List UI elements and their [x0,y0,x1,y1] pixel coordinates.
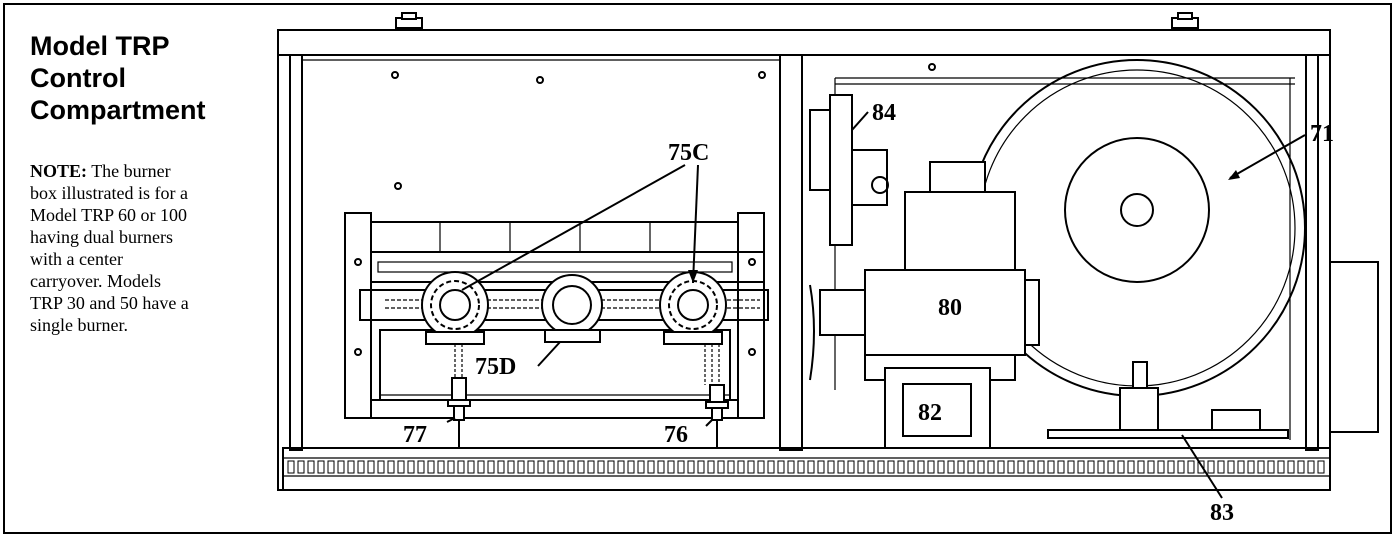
side-panel: Model TRP Control Compartment NOTE: The … [30,30,250,336]
note-body: The burner box illustrated is for a Mode… [30,161,189,335]
label-80: 80 [938,295,962,321]
leader-lines [446,111,1306,499]
title-line-3: Compartment [30,95,206,125]
control-board-83 [1047,361,1289,439]
bracket-84 [809,94,889,246]
burner-right [659,271,727,385]
igniter-77 [447,377,471,447]
bottom-rail-teeth [287,460,1325,474]
label-75d: 75D [475,354,516,380]
label-71: 71 [1310,121,1334,147]
burner-center [541,274,603,343]
figure-title: Model TRP Control Compartment [30,30,250,126]
label-77: 77 [403,422,427,448]
latch-right [1171,12,1199,29]
latch-left [395,12,423,29]
label-83: 83 [1210,500,1234,526]
cabinet [277,29,1379,491]
sensor-76 [705,384,729,447]
note-text: NOTE: The burner box illustrated is for … [30,160,190,336]
title-line-1: Model TRP [30,31,170,61]
label-84: 84 [872,100,896,126]
label-76: 76 [664,422,688,448]
transformer-82 [884,367,991,449]
label-82: 82 [918,400,942,426]
figure-frame [3,3,1392,534]
title-line-2: Control [30,63,126,93]
label-75c: 75C [668,140,709,166]
burner-left [421,271,489,378]
note-label: NOTE: [30,161,88,181]
